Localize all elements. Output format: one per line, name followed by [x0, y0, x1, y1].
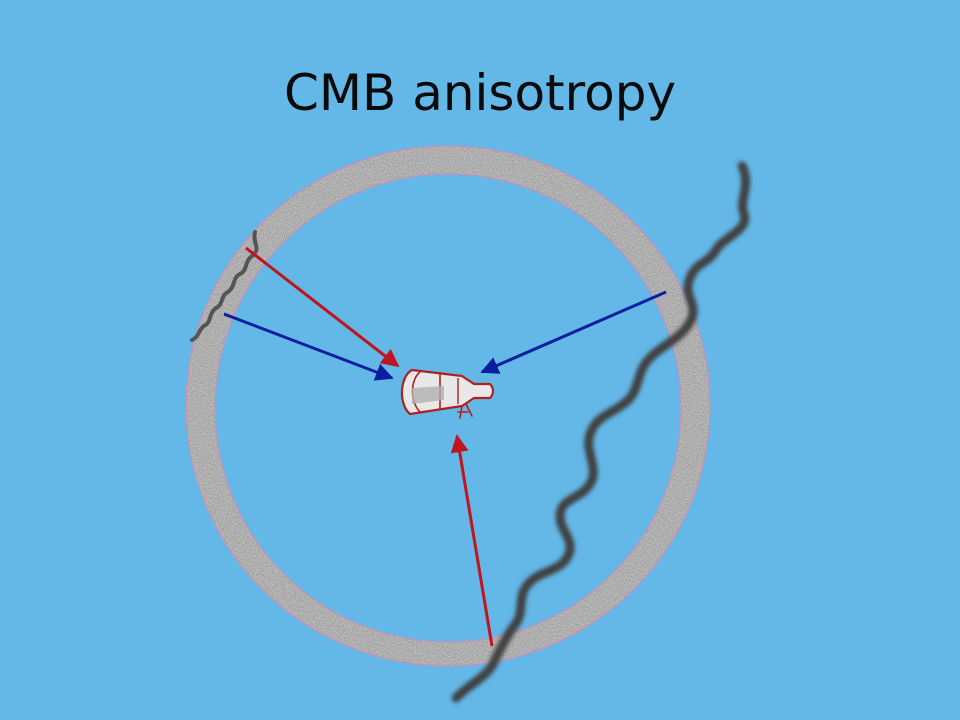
shell-outer-edge: [185, 145, 711, 667]
shell-inner-edge: [214, 173, 682, 643]
shell-grain: [180, 140, 720, 680]
short-wavelength-wave: [190, 230, 259, 342]
telescope-icon: [400, 368, 495, 419]
long-wavelength-wave: [451, 161, 751, 703]
photon-arrow-left-blue: [223, 312, 394, 381]
last-scattering-shell: [180, 140, 720, 680]
photon-arrow-right-blue: [480, 290, 667, 374]
photon-arrow-bottom-red: [450, 434, 494, 647]
photon-arrow-upper-left-red: [245, 246, 400, 368]
slide-title: CMB anisotropy: [283, 64, 677, 122]
